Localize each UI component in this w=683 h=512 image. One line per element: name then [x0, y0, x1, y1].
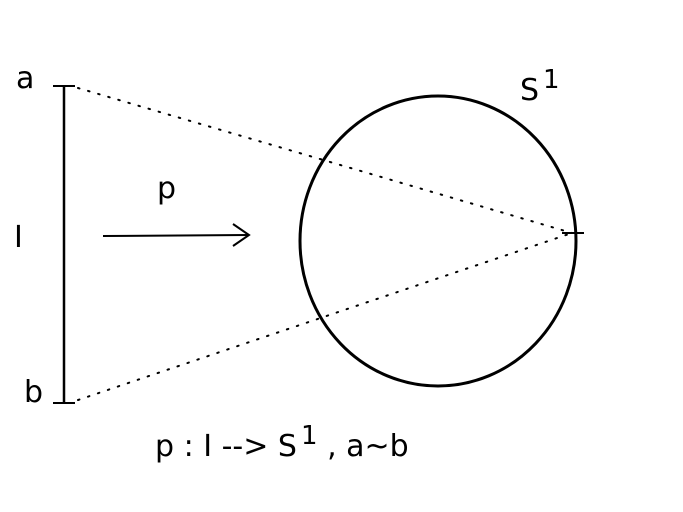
endpoint-a-label: a: [16, 61, 35, 96]
map-arrow-head: [232, 223, 251, 247]
endpoint-b-label: b: [24, 375, 44, 410]
dotted-line-top: [77, 87, 573, 234]
interval-label: I: [14, 220, 23, 255]
caption-prefix: p : I --> S: [155, 429, 297, 464]
circle-label-superscript: 1: [543, 65, 560, 95]
circle-label-base: S: [520, 73, 540, 108]
caption-suffix: , a~b: [317, 429, 409, 464]
dotted-line-bottom: [77, 232, 573, 401]
caption-superscript: 1: [300, 421, 318, 451]
circle-s1: [298, 94, 578, 388]
map-arrow-shaft: [102, 234, 249, 237]
map-label: p: [157, 171, 177, 206]
